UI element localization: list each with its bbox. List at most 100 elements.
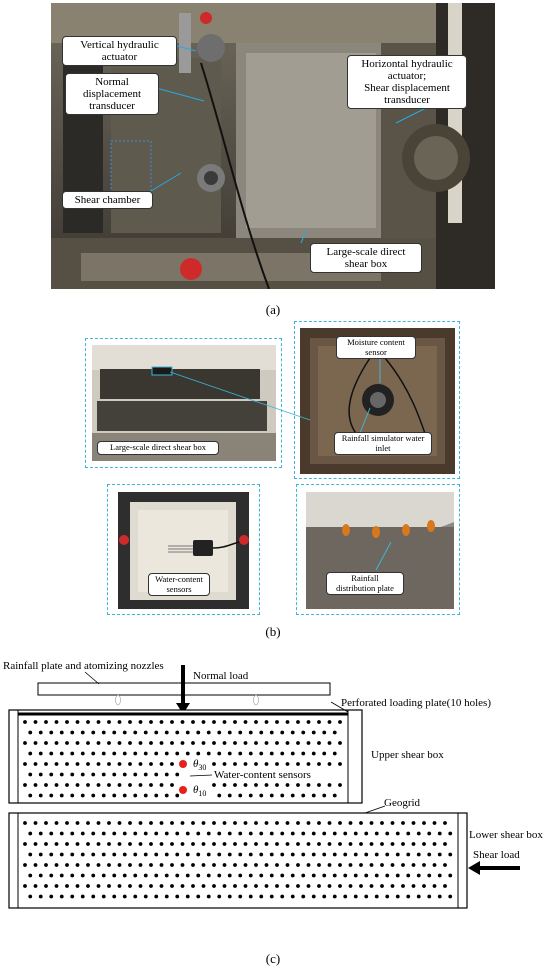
soil-dot — [154, 873, 159, 878]
soil-dot — [143, 730, 148, 735]
soil-dot — [96, 842, 101, 846]
soil-dot — [86, 762, 90, 766]
soil-dot — [259, 873, 264, 878]
soil-dot — [143, 772, 148, 777]
soil-dot — [101, 852, 106, 857]
soil-dot — [117, 842, 122, 846]
soil-dot — [117, 762, 122, 766]
soil-dot — [222, 884, 227, 888]
soil-dot — [44, 842, 48, 846]
soil-dot — [238, 793, 243, 798]
soil-dot — [185, 894, 190, 899]
soil-dot — [222, 720, 227, 724]
soil-dot — [432, 821, 437, 825]
soil-dot — [28, 894, 33, 899]
soil-dot — [301, 793, 306, 798]
soil-dot — [196, 873, 201, 878]
soil-dot — [180, 821, 185, 825]
soil-dot — [332, 730, 337, 735]
soil-dot — [374, 894, 379, 899]
soil-dot — [96, 863, 101, 867]
soil-dot — [170, 783, 174, 787]
soil-dot — [285, 741, 290, 745]
soil-dot — [170, 762, 174, 766]
soil-dot — [254, 720, 258, 724]
soil-dot — [311, 852, 316, 857]
soil-dot — [107, 884, 111, 888]
soil-dot — [122, 793, 127, 798]
soil-dot — [269, 793, 274, 798]
soil-dot — [395, 894, 400, 899]
soil-dot — [54, 783, 59, 787]
soil-dot — [128, 842, 132, 846]
soil-dot — [117, 863, 122, 867]
soil-dot — [374, 852, 379, 857]
soil-dot — [149, 821, 153, 825]
soil-dot — [201, 741, 206, 745]
soil-dot — [212, 842, 216, 846]
soil-dot — [290, 831, 295, 836]
soil-dot — [296, 762, 300, 766]
soil-dot — [448, 894, 453, 899]
soil-dot — [96, 821, 101, 825]
soil-dot — [170, 884, 174, 888]
soil-dot — [212, 783, 216, 787]
soil-dot — [38, 852, 43, 857]
soil-dot — [427, 831, 432, 836]
soil-dot — [285, 720, 290, 724]
soil-dot — [23, 741, 27, 745]
perforated-plate-leader — [330, 701, 349, 713]
soil-dot — [117, 720, 122, 724]
soil-dot — [275, 783, 279, 787]
soil-dot — [138, 884, 143, 888]
soil-dot — [54, 762, 59, 766]
soil-dot — [233, 741, 237, 745]
soil-dot — [348, 842, 353, 846]
soil-dot — [175, 793, 180, 798]
soil-dot — [154, 730, 159, 735]
soil-dot — [369, 842, 374, 846]
label-horizontal-hydraulic-actuator: Horizontal hydraulic actuator; Shear dis… — [347, 55, 467, 109]
soil-dot — [359, 884, 363, 888]
soil-dot — [143, 894, 148, 899]
soil-dot — [107, 741, 111, 745]
soil-dot — [154, 772, 159, 777]
soil-dot — [159, 720, 164, 724]
soil-dot — [49, 831, 54, 836]
soil-dot — [338, 884, 342, 888]
soil-dot — [233, 821, 237, 825]
soil-dot — [380, 884, 384, 888]
soil-dot — [327, 863, 332, 867]
soil-dot — [201, 821, 206, 825]
soil-dot — [322, 793, 327, 798]
soil-dot — [259, 852, 264, 857]
soil-dot — [369, 863, 374, 867]
soil-dot — [280, 852, 285, 857]
soil-dot — [432, 842, 437, 846]
soil-dot — [122, 894, 127, 899]
soil-dot — [164, 831, 169, 836]
soil-dot — [243, 762, 248, 766]
soil-dot — [401, 821, 405, 825]
soil-dot — [75, 821, 80, 825]
soil-dot — [33, 863, 38, 867]
soil-dot — [301, 894, 306, 899]
soil-dot — [91, 772, 96, 777]
soil-dot — [38, 751, 43, 756]
soil-dot — [380, 863, 384, 867]
soil-dot — [65, 884, 69, 888]
soil-dot — [348, 884, 353, 888]
soil-dot — [338, 720, 342, 724]
soil-dot — [222, 821, 227, 825]
soil-dot — [159, 863, 164, 867]
soil-dot — [143, 831, 148, 836]
soil-dot — [227, 873, 232, 878]
soil-dot — [306, 783, 311, 787]
frame-b-top-right — [294, 321, 460, 479]
soil-dot — [149, 762, 153, 766]
soil-dot — [65, 821, 69, 825]
soil-dot — [128, 720, 132, 724]
soil-dot — [164, 793, 169, 798]
soil-dot — [332, 894, 337, 899]
soil-dot — [206, 852, 211, 857]
